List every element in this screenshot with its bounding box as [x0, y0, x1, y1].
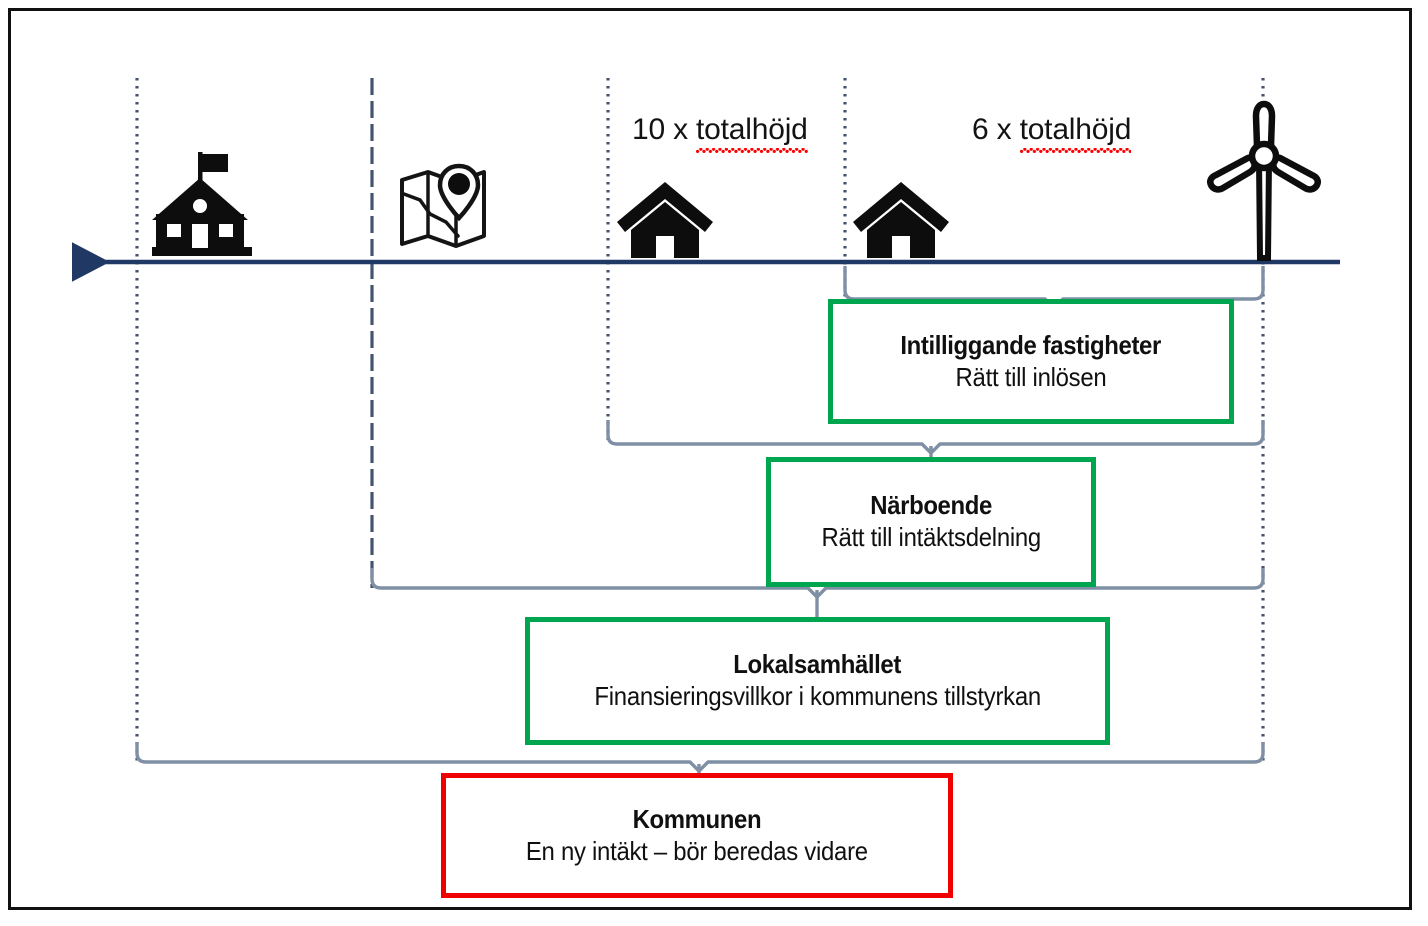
- box-title: Lokalsamhället: [733, 649, 902, 680]
- box-subtitle: Rätt till intäktsdelning: [821, 522, 1041, 552]
- box-lokalsamhallet[interactable]: Lokalsamhället Finansieringsvillkor i ko…: [525, 617, 1110, 745]
- box-subtitle: En ny intäkt – bör beredas vidare: [526, 835, 868, 866]
- scale-label-10x: 10 x totalhöjd: [632, 113, 808, 153]
- box-title: Närboende: [870, 490, 992, 521]
- scale-label-10x-word: totalhöjd: [696, 113, 808, 153]
- scale-label-6x-prefix: 6 x: [972, 113, 1020, 146]
- house-icon: [853, 180, 949, 260]
- scale-label-10x-prefix: 10 x: [632, 113, 697, 146]
- school-building-icon: [152, 148, 252, 260]
- box-subtitle: Rätt till inlösen: [955, 361, 1107, 392]
- box-narboende[interactable]: Närboende Rätt till intäktsdelning: [766, 457, 1096, 587]
- scale-label-6x: 6 x totalhöjd: [972, 113, 1132, 153]
- house-icon: [617, 180, 713, 260]
- scale-label-6x-word: totalhöjd: [1019, 113, 1132, 153]
- box-subtitle: Finansieringsvillkor i kommunens tillsty…: [594, 681, 1041, 711]
- box-intilliggande-fastigheter[interactable]: Intilliggande fastigheter Rätt till inlö…: [828, 299, 1234, 424]
- box-kommunen[interactable]: Kommunen En ny intäkt – bör beredas vida…: [441, 773, 953, 898]
- box-title: Kommunen: [632, 803, 762, 834]
- box-title: Intilliggande fastigheter: [900, 329, 1162, 360]
- wind-turbine-icon: [1205, 98, 1323, 264]
- map-location-pin-icon: [396, 156, 494, 254]
